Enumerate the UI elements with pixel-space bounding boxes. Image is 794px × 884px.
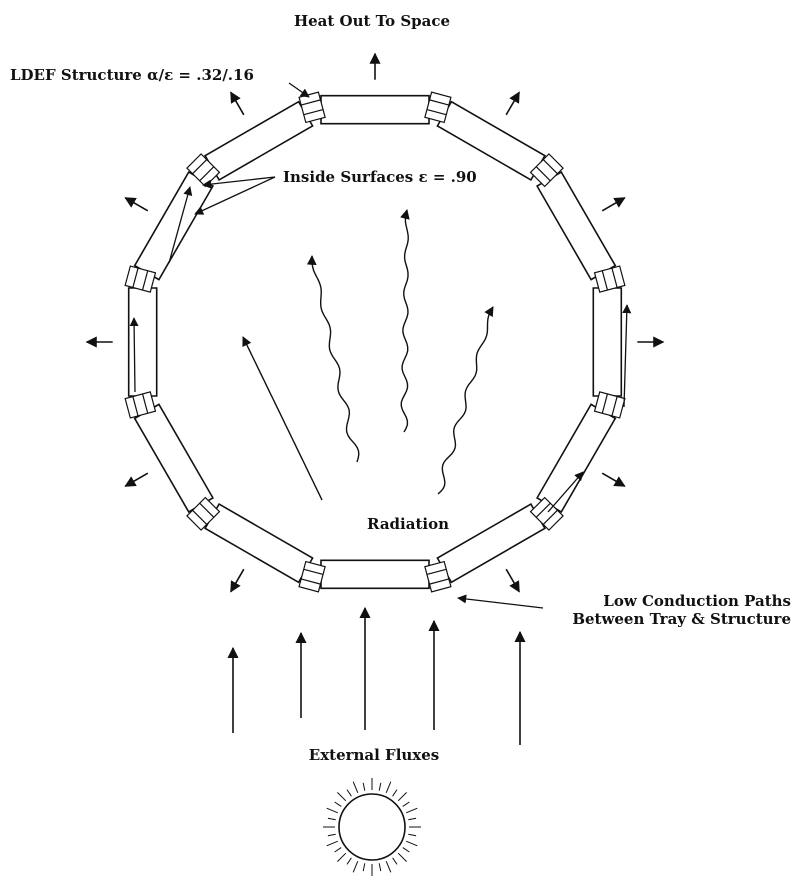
external-flux-arrows — [227, 606, 526, 745]
tray-panel — [133, 171, 214, 281]
sun-ray — [392, 857, 398, 865]
longeron-joint — [298, 91, 326, 124]
radiation-arrow — [437, 306, 494, 495]
inside-surface-arrow — [129, 317, 139, 393]
heat-out-arrow — [505, 91, 520, 116]
longeron-joint — [424, 560, 452, 593]
inside-surface-arrows — [129, 186, 632, 513]
sun-ray — [402, 847, 410, 853]
sun-ray — [326, 807, 338, 814]
sun-ray — [385, 781, 392, 793]
sun-ray — [397, 852, 407, 862]
external-fluxes-label: External Fluxes — [308, 746, 440, 764]
heat-out-arrow — [230, 91, 245, 116]
heat-out-arrow — [230, 568, 245, 593]
sun-icon — [323, 778, 421, 876]
sun-ray — [346, 789, 352, 797]
sun-ray — [334, 847, 342, 853]
tray-panel — [127, 287, 158, 397]
longeron-joint — [186, 153, 221, 188]
tray-panel — [592, 287, 623, 397]
sun-ray — [337, 792, 347, 802]
radiation-arrow — [400, 209, 410, 433]
sun-ray — [385, 861, 392, 873]
radiation-arrow — [306, 255, 360, 463]
sun-ray — [362, 863, 366, 872]
heat-out-arrow — [505, 568, 520, 593]
ldef-structure-label: LDEF Structure α/ε = .32/.16 — [10, 66, 254, 84]
sun-ray — [362, 782, 366, 791]
sun-ray — [378, 863, 382, 872]
inside-surfaces-label: Inside Surfaces ε = .90 — [283, 168, 477, 186]
heat-out-arrows — [85, 52, 665, 593]
sun-ray — [406, 807, 418, 814]
sun-ray — [327, 817, 336, 821]
inside-surfaces-pointer-1 — [202, 176, 276, 189]
radiation-arrow — [242, 336, 323, 501]
ldef-pointer — [288, 82, 310, 98]
longeron-joint — [593, 391, 626, 419]
heat-out-arrow — [601, 197, 626, 212]
heat-out-arrow — [601, 472, 626, 487]
sun-ray — [352, 781, 359, 793]
radiation-arrows — [242, 209, 494, 501]
structure-joints — [124, 91, 626, 593]
label-pointers — [194, 82, 544, 609]
sun-ray — [392, 789, 398, 797]
low-conduction-label-line2: Between Tray & Structure — [572, 610, 791, 628]
inside-surface-arrow — [622, 304, 632, 408]
sun-ray — [402, 801, 410, 807]
longeron-joint — [186, 496, 221, 531]
heat-out-arrow — [124, 197, 149, 212]
tray-panel — [204, 503, 314, 584]
inside-surface-arrow — [547, 471, 584, 513]
sun-ray — [337, 852, 347, 862]
sun-ray — [406, 840, 418, 847]
radiation-label: Radiation — [367, 515, 449, 533]
longeron-joint — [298, 560, 326, 593]
sun-ray — [346, 857, 352, 865]
longeron-joint — [593, 265, 626, 293]
sun-ray — [326, 840, 338, 847]
sun-ray — [397, 792, 407, 802]
sun-ray — [408, 833, 417, 837]
tray-panel — [320, 559, 430, 590]
low-conduction-pointer — [457, 594, 544, 609]
heat-out-arrow — [124, 472, 149, 487]
dodecagon-structure — [127, 94, 623, 590]
tray-panel — [133, 403, 214, 513]
sun-ray — [334, 801, 342, 807]
sun-ray — [378, 782, 382, 791]
longeron-joint — [424, 91, 452, 124]
longeron-joint — [529, 496, 564, 531]
inside-surface-arrow — [168, 186, 193, 264]
tray-panel — [536, 403, 617, 513]
heat-out-label: Heat Out To Space — [293, 12, 451, 30]
longeron-joint — [529, 153, 564, 188]
sun-ray — [352, 861, 359, 873]
inside-surfaces-pointer-2 — [194, 176, 276, 215]
sun-ray — [408, 817, 417, 821]
low-conduction-label-line1: Low Conduction Paths — [603, 592, 791, 610]
tray-panel — [536, 171, 617, 281]
longeron-joint — [124, 265, 157, 293]
longeron-joint — [124, 391, 157, 419]
tray-panel — [436, 503, 546, 584]
tray-panel — [320, 94, 430, 125]
sun-ray — [327, 833, 336, 837]
